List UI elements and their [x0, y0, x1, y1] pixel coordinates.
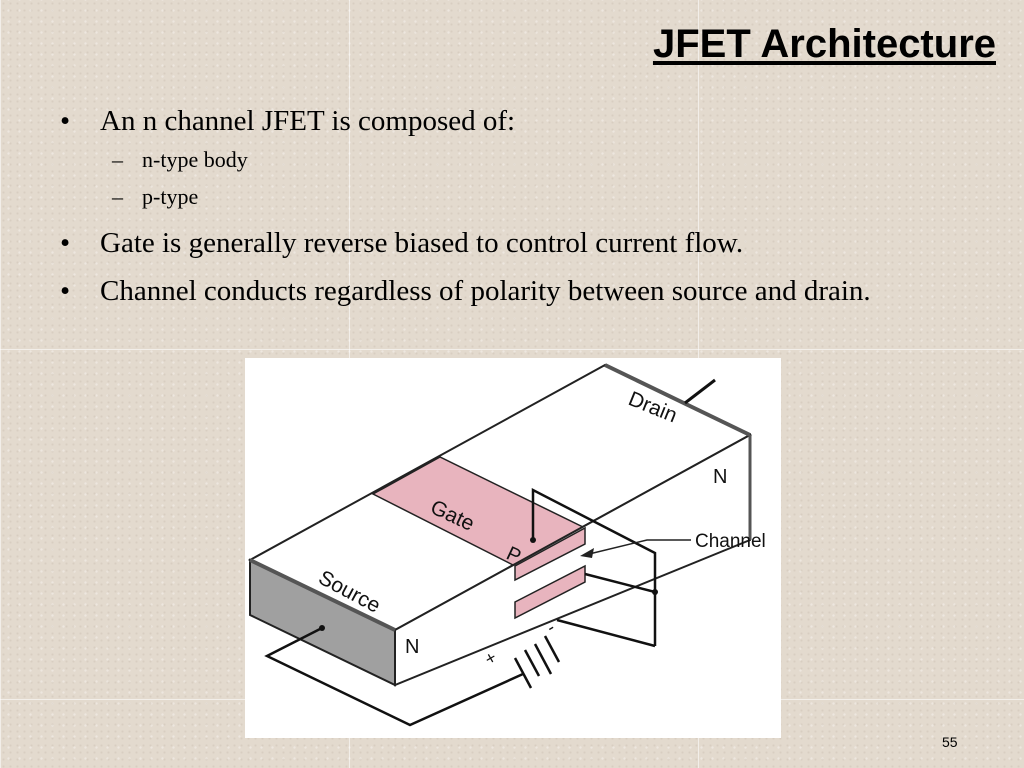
gate-bottom-lead: [584, 572, 656, 594]
channel-label: Channel: [695, 531, 766, 552]
bullet-item: An n channel JFET is composed of: n-type…: [60, 102, 960, 215]
sub-bullet-list: n-type body p-type: [100, 141, 960, 215]
gate-terminal-top: [530, 537, 536, 543]
battery-wire-right: [556, 618, 656, 648]
sub-bullet-item: n-type body: [112, 141, 960, 178]
jfet-diagram-svg: Drain Gate P Source Channel N N + -: [247, 363, 766, 727]
battery-plus-label: +: [481, 647, 500, 670]
top-edge-shading: [604, 363, 751, 437]
n-label-drain: N: [713, 466, 727, 488]
sub-bullet-item: p-type: [112, 178, 960, 215]
battery-icon: [513, 635, 561, 689]
gate-slab-bottom: [514, 564, 586, 620]
n-label-source: N: [405, 636, 419, 658]
bullet-item: Channel conducts regardless of polarity …: [60, 272, 960, 311]
gate-wire: [531, 487, 657, 646]
source-terminal: [319, 625, 325, 631]
bullet-item: Gate is generally reverse biased to cont…: [60, 224, 960, 263]
channel-arrowhead: [580, 548, 594, 558]
battery-wire-left: [264, 626, 524, 727]
gate-terminal-bottom: [652, 589, 658, 595]
page-number: 55: [942, 734, 958, 750]
bullet-text: An n channel JFET is composed of:: [100, 105, 516, 137]
bullet-list: An n channel JFET is composed of: n-type…: [60, 102, 960, 320]
jfet-diagram: Drain Gate P Source Channel N N + -: [245, 358, 781, 738]
source-edge-shading: [249, 558, 396, 632]
drain-lead: [684, 378, 716, 405]
slide-title: JFET Architecture: [652, 22, 996, 66]
gate-slab-front: [514, 526, 586, 582]
channel-pointer-line: [584, 539, 691, 556]
